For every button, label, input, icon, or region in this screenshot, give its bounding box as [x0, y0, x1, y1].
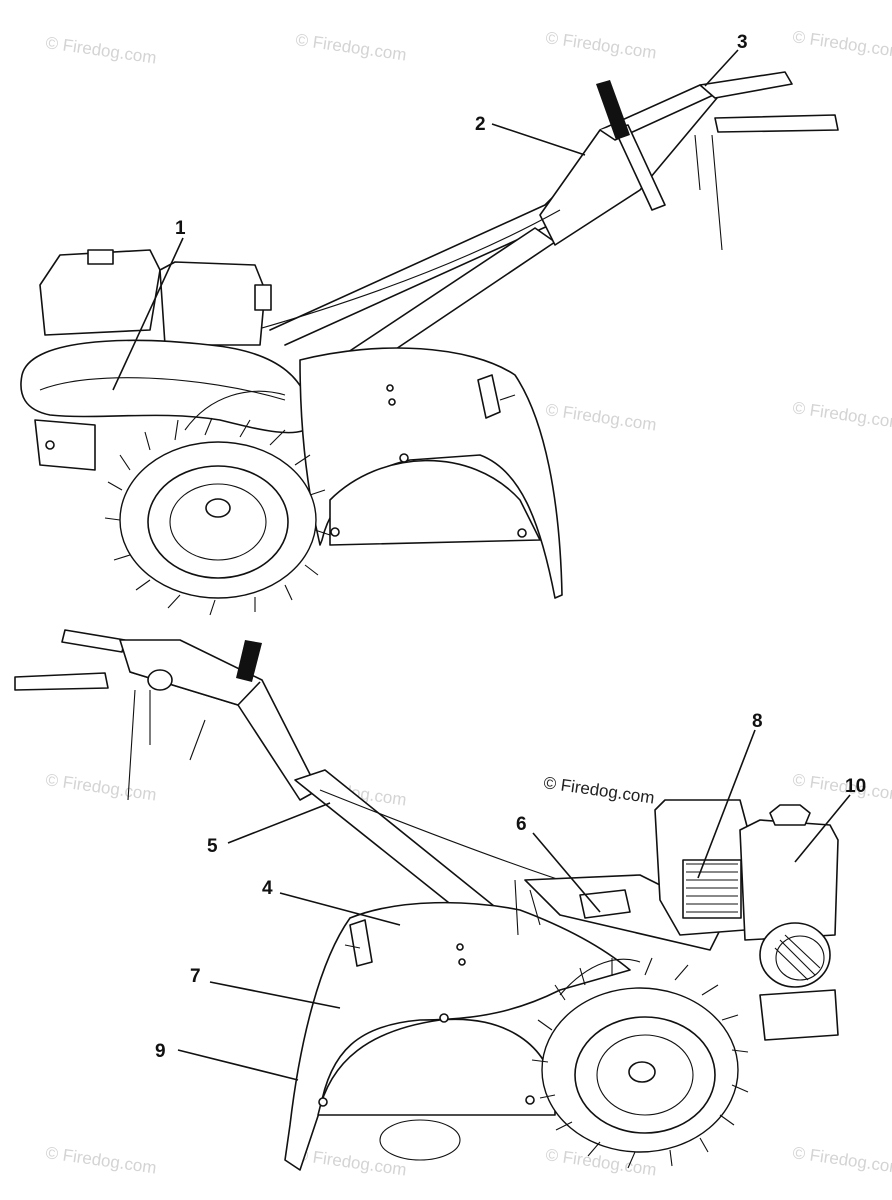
engine-block [159, 261, 266, 346]
depth-lever [514, 879, 541, 936]
shield-bolt [388, 398, 396, 406]
watermark-text: © Firedog.com [544, 28, 657, 62]
watermark-text: © Firedog.com [791, 1143, 892, 1177]
callout-4: 4 [262, 878, 273, 899]
lever-grip [236, 640, 262, 682]
callout-1: 1 [175, 218, 186, 239]
recoil-starter-inner [775, 935, 825, 981]
watermark-text: © Firedog.com [791, 398, 892, 432]
handle-pivot [147, 669, 173, 691]
callout-5: 5 [207, 836, 218, 857]
callout-3: 3 [737, 32, 748, 53]
latch-pin [499, 394, 516, 401]
callout-6: 6 [516, 814, 527, 835]
hub [628, 1061, 656, 1083]
front-bracket [34, 419, 96, 471]
throttle-cable [254, 209, 561, 331]
tine-blades [184, 390, 286, 431]
tiller-top-view [20, 71, 839, 616]
shield-latch [349, 919, 373, 967]
engine-side-cover [254, 284, 272, 311]
watermark-text: © Firedog.com [791, 27, 892, 61]
tine-visible [379, 1119, 461, 1161]
watermark-text: © Firedog.com [44, 770, 157, 804]
leader-line-6 [532, 832, 601, 913]
tiller-bottom-view [14, 629, 839, 1171]
handlebar-upper [699, 71, 793, 99]
callouts: 1 2 3 4 5 6 7 8 9 10 [112, 32, 866, 1081]
starter-grille [774, 934, 821, 981]
hub [205, 498, 231, 518]
throttle-cable [319, 789, 561, 881]
rim-inner [169, 483, 267, 561]
control-cables [127, 689, 206, 801]
tine-shield [284, 901, 631, 1171]
leader-line-2 [491, 123, 586, 156]
watermark-text: © Firedog.com [294, 30, 407, 64]
handlebar-upper [61, 629, 126, 653]
bracket-bolt [45, 440, 55, 450]
tire-treads [104, 417, 331, 616]
leader-line-9 [177, 1049, 299, 1081]
tine-shield-inner [329, 459, 541, 546]
watermark-text: © Firedog.com [44, 1143, 157, 1177]
rim-inner [596, 1034, 694, 1116]
leader-line-8 [697, 729, 756, 879]
tire-treads [531, 957, 749, 1169]
latch-pin [344, 944, 361, 949]
watermark-text-prominent: © Firedog.com [542, 773, 655, 807]
rear-bracket [759, 989, 839, 1041]
handlebar-lower [14, 672, 109, 691]
engine-fuel-cap [769, 804, 811, 826]
leader-line-3 [704, 49, 739, 87]
engine-label-panel [682, 859, 742, 919]
watermark-text: © Firedog.com [44, 33, 157, 67]
handlebar-lower [714, 114, 839, 133]
engine-fuel-tank [739, 819, 839, 941]
callout-7: 7 [190, 966, 201, 987]
watermark-text: © Firedog.com [791, 770, 892, 804]
shield-bolt [399, 453, 409, 463]
shield-bolt [517, 528, 527, 538]
callout-8: 8 [752, 711, 763, 732]
label-hatching [686, 863, 738, 913]
leader-line-1 [112, 237, 184, 391]
tine-blades [559, 958, 641, 996]
callout-2: 2 [475, 114, 486, 135]
engine-fuel-cap [87, 249, 114, 265]
shield-bolt [318, 1097, 328, 1107]
frame-bracket [579, 889, 631, 919]
rim [147, 465, 289, 579]
watermark-text: © Firedog.com [544, 400, 657, 434]
shield-bolt [439, 1013, 449, 1023]
shield-bolt [525, 1095, 535, 1105]
leader-line-7 [209, 981, 341, 1009]
shield-bolt [458, 958, 466, 966]
front-hood [20, 339, 313, 434]
callout-10: 10 [845, 776, 866, 797]
shield-bolt [456, 943, 464, 951]
leader-line-4 [279, 892, 401, 926]
leader-line-10 [794, 794, 851, 863]
control-cables [694, 134, 723, 251]
callout-9: 9 [155, 1041, 166, 1062]
shield-bolt [330, 527, 340, 537]
wheel-bottom [531, 957, 749, 1169]
shield-latch [477, 374, 501, 419]
leader-line-5 [227, 802, 331, 844]
wheel-top [104, 417, 331, 616]
shield-bolt [386, 384, 394, 392]
watermark-text: © Firedog.com [294, 1145, 407, 1179]
lever-grip [596, 80, 630, 140]
